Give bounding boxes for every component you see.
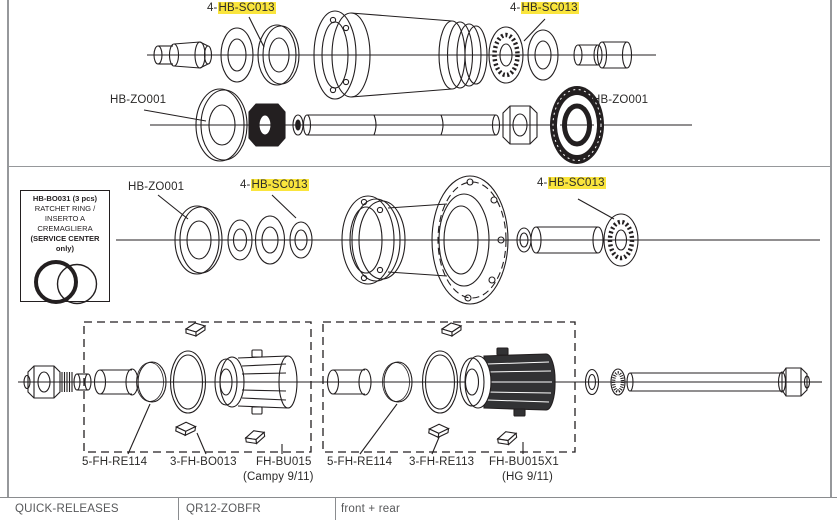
part-code-highlighted: HB-SC013 (217, 2, 276, 14)
part-label-rear-zo001: HB-ZO001 (128, 181, 185, 193)
hg-oring-drawing (421, 350, 459, 414)
pawl-drawing (244, 428, 267, 446)
threaded-ring-drawing (610, 368, 626, 396)
seal-ring-right-drawing (527, 29, 559, 81)
part-label-campy-pawls: 3-FH-BO013 (170, 456, 237, 468)
footer-table-row: QUICK-RELEASES QR12-ZOBFR front + rear (0, 497, 837, 520)
axle-hex-nut-drawing (502, 105, 538, 145)
axle-nut-black-drawing (248, 103, 286, 147)
part-label-prefix: 4- (510, 2, 521, 14)
part-label-rear-sc013-mid: 4-HB-SC013 (240, 179, 309, 191)
pawl-drawing (441, 322, 462, 337)
footer-note-text: front + rear (341, 503, 400, 515)
rear-bearing-ring-drawing (254, 215, 286, 265)
frame-right-line (830, 0, 832, 520)
rear-hub-exploded-drawing (116, 175, 820, 305)
service-box-part-code: HB-BO031 (3 pcs) (32, 194, 98, 203)
axle-cap-drawing (584, 368, 600, 396)
service-box-text: RATCHET RING / (34, 204, 96, 214)
section-divider-line (7, 166, 831, 167)
rear-axle-drawing (626, 367, 822, 397)
campy-option-dashed-box (83, 321, 312, 453)
part-code-highlighted: HB-SC013 (250, 179, 309, 191)
service-box-text: (SERVICE CENTER only) (30, 234, 100, 254)
pawl-drawing (185, 322, 206, 337)
part-label-hg-pawls: 3-FH-RE113 (409, 456, 475, 468)
footer-code-text: QR12-ZOBFR (186, 503, 261, 515)
part-label-prefix: 4- (240, 179, 251, 191)
axle-washer-drawing (195, 88, 248, 162)
front-hub-exploded-drawing (143, 10, 692, 164)
leader-line (248, 16, 265, 48)
rear-hub-body-drawing (341, 195, 448, 285)
rear-ring-small-drawing (289, 221, 313, 259)
rear-bearing-drawing (603, 213, 639, 267)
campy-freehub-body-drawing (214, 349, 298, 415)
footer-category-cell: QUICK-RELEASES (0, 498, 178, 520)
leader-line (157, 194, 189, 220)
leader-line (271, 194, 297, 219)
seal-ring-left-drawing (220, 27, 254, 83)
part-label-front-zo001-right: HB-ZO001 (592, 94, 649, 106)
serrated-washer-drawing (550, 86, 604, 164)
pawl-drawing (427, 422, 450, 440)
campy-oring-drawing (169, 350, 207, 414)
part-label-campy-variant: (Campy 9/11) (243, 471, 314, 483)
part-label-prefix: 4- (207, 2, 218, 14)
part-label-front-sc013-right: 4-HB-SC013 (510, 2, 579, 14)
part-code-highlighted: HB-SC013 (547, 177, 606, 189)
axle-cap-small-drawing (292, 114, 304, 136)
leader-line (127, 403, 151, 455)
ratchet-rings-drawing (34, 260, 98, 305)
ratchet-flange-drawing (431, 175, 509, 305)
end-cap-left-drawing (153, 41, 213, 69)
footer-category-text: QUICK-RELEASES (15, 503, 119, 515)
pawl-drawing (496, 429, 519, 447)
part-label-hg-body: FH-BU015X1 (489, 456, 559, 468)
rear-spacer-tube-drawing (530, 226, 604, 254)
part-label-prefix: 4- (537, 177, 548, 189)
hg-freehub-body-drawing (459, 347, 556, 417)
footer-code-cell: QR12-ZOBFR (178, 498, 335, 520)
freehub-exploded-drawing (18, 321, 822, 455)
part-label-front-sc013-left: 4-HB-SC013 (207, 2, 276, 14)
service-box-text: INSERTO A (44, 214, 86, 224)
part-label-hg-ratchet: 5-FH-RE114 (327, 456, 393, 468)
service-center-box: HB-BO031 (3 pcs) RATCHET RING / INSERTO … (20, 190, 110, 305)
front-hub-body-drawing (313, 10, 488, 100)
rear-seal-drawing (227, 219, 253, 261)
part-label-campy-body: FH-BU015 (256, 456, 312, 468)
hg-option-dashed-box (322, 321, 576, 453)
front-axle-drawing (302, 114, 501, 136)
washer-ring-left-drawing (257, 24, 300, 86)
part-code-highlighted: HB-SC013 (520, 2, 579, 14)
leader-line (577, 198, 615, 220)
hg-spacer-tube-drawing (326, 368, 372, 396)
leader-line (196, 432, 207, 455)
leader-line (523, 18, 546, 42)
rear-washer-drawing (174, 205, 223, 275)
part-label-rear-sc013-right: 4-HB-SC013 (537, 177, 606, 189)
part-label-hg-variant: (HG 9/11) (502, 471, 553, 483)
campy-ratchet-seal-drawing (136, 361, 167, 403)
part-label-front-zo001-left: HB-ZO001 (110, 94, 167, 106)
frame-left-line (7, 0, 9, 520)
bearing-right-drawing (488, 26, 524, 84)
end-cap-right-drawing (573, 41, 633, 69)
pawl-drawing (174, 420, 197, 438)
leader-line (431, 434, 441, 455)
leader-line (143, 109, 207, 122)
quick-release-end-drawing (23, 365, 92, 399)
hg-ratchet-seal-drawing (382, 361, 413, 403)
part-label-campy-ratchet: 5-FH-RE114 (82, 456, 148, 468)
leader-line (359, 403, 398, 455)
service-box-text: CREMAGLIERA (37, 224, 93, 234)
footer-note-cell: front + rear (335, 498, 837, 520)
